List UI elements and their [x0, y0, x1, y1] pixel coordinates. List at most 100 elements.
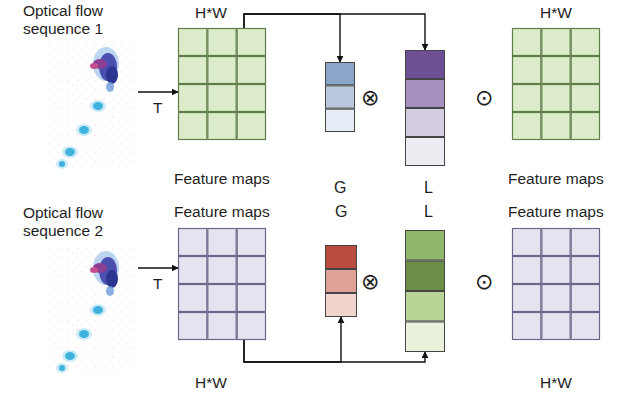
feature-cell — [237, 313, 265, 340]
feature-cell — [179, 313, 207, 340]
feature-cell — [237, 229, 265, 256]
feature-cell — [571, 57, 599, 84]
feature-map-grid: Feature mapsH*W — [178, 228, 266, 340]
vector-cell — [406, 80, 445, 108]
feature-cell — [208, 29, 236, 56]
vector-cell — [406, 231, 445, 261]
flow-background — [48, 246, 136, 374]
feature-cell — [571, 85, 599, 112]
feature-cell — [571, 313, 599, 340]
feature-cell — [513, 29, 541, 56]
feature-cell — [237, 85, 265, 112]
weight-vector: L — [405, 230, 445, 352]
feature-cell — [237, 113, 265, 140]
map-label: Feature maps — [174, 170, 270, 188]
feature-cell — [179, 57, 207, 84]
feature-cell — [513, 57, 541, 84]
flow-blob — [56, 251, 119, 373]
weight-vector: G — [325, 245, 357, 317]
sequence-title: Optical flow sequence 2 — [3, 204, 123, 240]
map-label: Feature maps — [508, 170, 604, 188]
feature-cell — [513, 313, 541, 340]
flow-background — [48, 42, 136, 170]
vector-cell — [326, 109, 355, 131]
feature-cell — [542, 57, 570, 84]
vector-cell — [406, 261, 445, 291]
sequence-title: Optical flow sequence 1 — [3, 2, 123, 38]
shape-drawing — [178, 228, 266, 340]
weight-vector: L — [405, 50, 445, 166]
weight-vector: G — [325, 62, 355, 132]
feature-cell — [237, 29, 265, 56]
map-label: H*W — [195, 4, 227, 22]
flow-connector — [244, 14, 425, 50]
feature-map-grid: Feature mapsH*W — [512, 228, 600, 340]
feature-cell — [237, 57, 265, 84]
transform-label: T — [153, 99, 162, 117]
feature-map-grid: H*WFeature maps — [512, 28, 600, 140]
feature-map-grid: H*WFeature maps — [178, 28, 266, 140]
vector-cell — [406, 322, 445, 352]
vector-cell — [406, 109, 445, 137]
vector-cell — [326, 86, 355, 108]
shape-drawing — [325, 62, 355, 132]
feature-cell — [513, 229, 541, 256]
feature-cell — [208, 113, 236, 140]
feature-cell — [208, 57, 236, 84]
feature-cell — [542, 257, 570, 284]
transform-label: T — [153, 275, 162, 293]
feature-cell — [571, 229, 599, 256]
map-label: H*W — [540, 4, 572, 22]
feature-cell — [542, 29, 570, 56]
feature-cell — [542, 229, 570, 256]
shape-drawing — [512, 228, 600, 340]
feature-cell — [542, 85, 570, 112]
operator-symbol: ⊗ — [361, 86, 379, 110]
feature-cell — [208, 257, 236, 284]
map-label: Feature maps — [174, 203, 270, 221]
vector-name: L — [424, 203, 433, 221]
vector-name: G — [335, 203, 347, 221]
optical-flow-image: Optical flow sequence 2 — [48, 246, 136, 374]
flow-connector — [244, 340, 425, 362]
vector-cell — [406, 138, 445, 166]
vector-name: L — [424, 179, 433, 197]
flow-connector — [138, 91, 178, 92]
feature-cell — [208, 85, 236, 112]
feature-cell — [237, 285, 265, 312]
flow-connector — [138, 267, 178, 268]
feature-cell — [208, 313, 236, 340]
feature-cell — [513, 113, 541, 140]
optical-flow-image: Optical flow sequence 1 — [48, 42, 136, 170]
feature-cell — [208, 285, 236, 312]
feature-cell — [237, 257, 265, 284]
shape-drawing — [48, 42, 136, 170]
feature-cell — [513, 257, 541, 284]
flow-blob — [56, 47, 119, 169]
operator-symbol: ⊗ — [361, 270, 379, 294]
shape-drawing — [512, 28, 600, 140]
feature-cell — [542, 113, 570, 140]
vector-cell — [326, 246, 357, 269]
feature-cell — [179, 257, 207, 284]
feature-cell — [513, 85, 541, 112]
feature-cell — [179, 113, 207, 140]
vector-cell — [326, 63, 355, 85]
feature-cell — [571, 113, 599, 140]
map-label: H*W — [540, 374, 572, 392]
operator-symbol: ⊙ — [475, 86, 493, 110]
shape-drawing — [178, 28, 266, 140]
map-label: H*W — [195, 374, 227, 392]
map-label: Feature maps — [508, 203, 604, 221]
feature-cell — [571, 285, 599, 312]
feature-cell — [513, 285, 541, 312]
shape-drawing — [405, 230, 445, 352]
shape-drawing — [405, 50, 445, 166]
feature-cell — [542, 313, 570, 340]
feature-cell — [179, 229, 207, 256]
operator-symbol: ⊙ — [475, 270, 493, 294]
feature-cell — [208, 229, 236, 256]
feature-cell — [571, 29, 599, 56]
vector-cell — [406, 51, 445, 79]
feature-cell — [571, 257, 599, 284]
